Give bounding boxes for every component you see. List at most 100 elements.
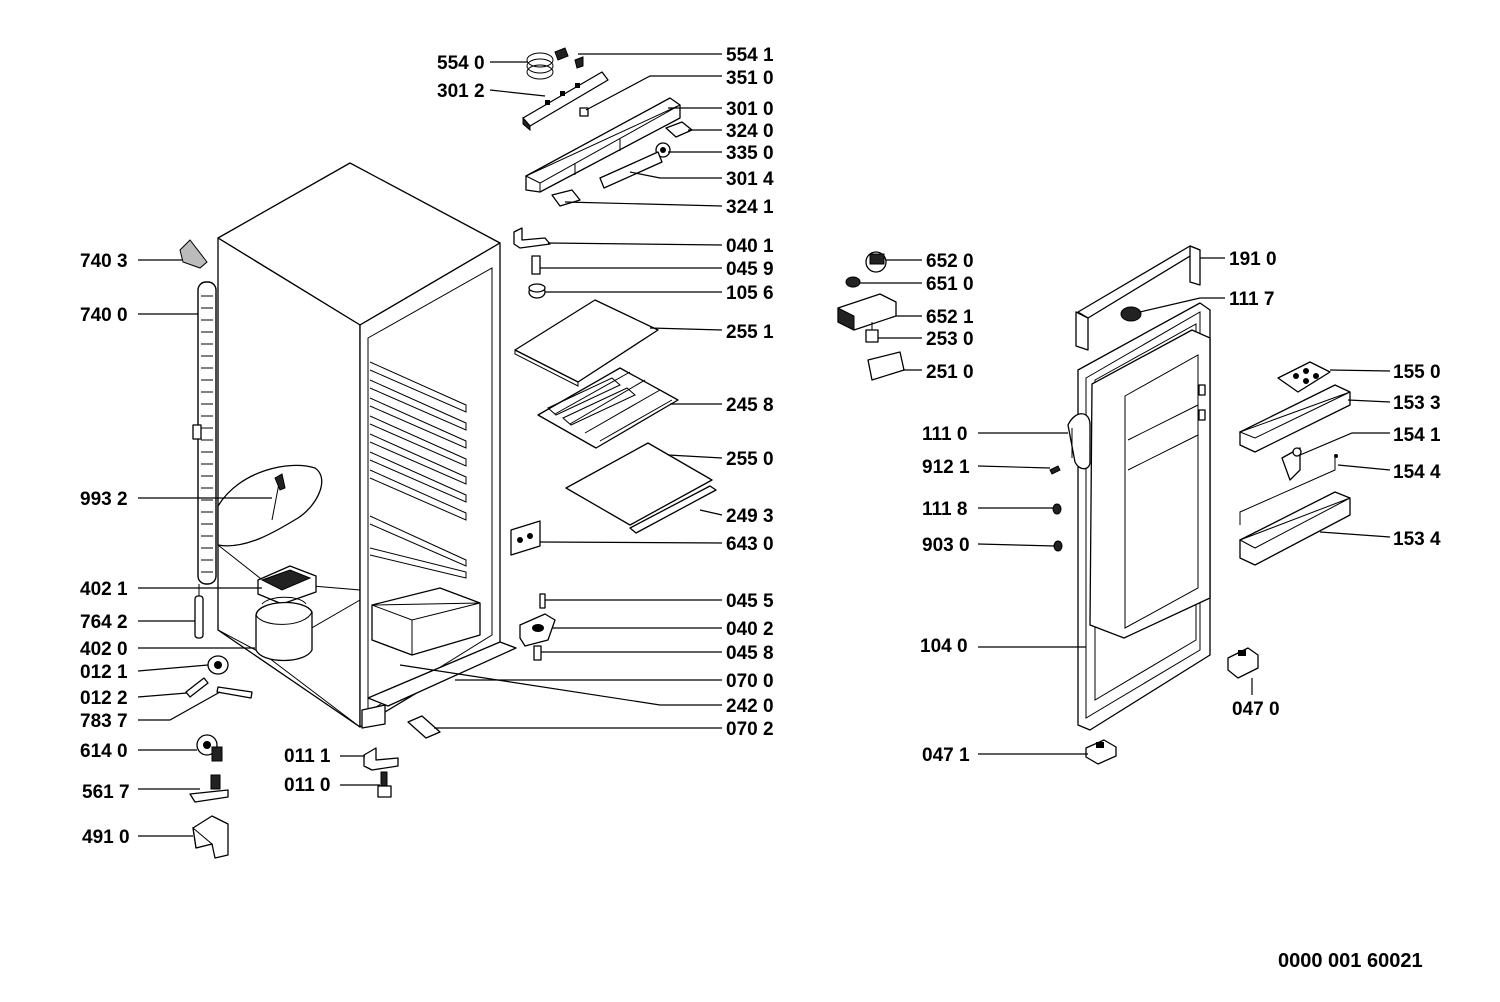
label-783-7: 783 7: [80, 711, 128, 732]
document-number: 0000 001 60021: [1278, 950, 1423, 972]
label-251-0: 251 0: [926, 362, 974, 383]
screw-912-1: [1049, 465, 1061, 475]
thermostat-cover: [192, 815, 229, 859]
label-191-0: 191 0: [1229, 249, 1277, 270]
sleeve: [185, 677, 209, 698]
condenser-coil: [192, 281, 217, 585]
bracket-643-0: [510, 520, 541, 556]
label-155-0: 155 0: [1393, 362, 1441, 383]
label-070-0: 070 0: [726, 671, 774, 692]
lamp-spring-554-0: [526, 47, 569, 80]
label-402-0: 402 0: [80, 639, 128, 660]
lamp-651-0: [845, 276, 861, 288]
label-045-9: 045 9: [726, 259, 774, 280]
shelf-trim-249-3: [629, 485, 717, 534]
label-153-4: 153 4: [1393, 529, 1441, 550]
label-249-3: 249 3: [726, 506, 774, 527]
lamp-cover-301-4: [599, 151, 663, 189]
label-070-2: 070 2: [726, 719, 774, 740]
label-154-4: 154 4: [1393, 462, 1441, 483]
cover-251-0: [867, 351, 905, 381]
label-652-0: 652 0: [926, 251, 974, 272]
bottle-stop-154-1: [1281, 447, 1302, 481]
label-912-1: 912 1: [922, 457, 970, 478]
control-panel-301-2: [522, 71, 609, 132]
lamp-housing-652-1: [837, 293, 897, 331]
label-324-0: 324 0: [726, 121, 774, 142]
label-040-2: 040 2: [726, 619, 774, 640]
label-740-3: 740 3: [80, 251, 128, 272]
hinge-cover-047-0: [1227, 647, 1259, 679]
pin-045-9: [531, 255, 541, 275]
label-245-8: 245 8: [726, 395, 774, 416]
label-045-5: 045 5: [726, 591, 774, 612]
label-554-0: 554 0: [437, 53, 485, 74]
bottom-hinge: [363, 747, 399, 771]
knob-335-0: [655, 142, 671, 158]
clip-554-1: [574, 56, 584, 69]
pin-045-5: [539, 593, 546, 609]
label-011-1: 011 1: [284, 746, 331, 767]
inner-shelf-rails: [369, 361, 467, 579]
part-labels: 554 0 554 1 351 0 301 2 301 0 324 0 335 …: [80, 45, 1441, 848]
switch-253-0: [865, 322, 879, 343]
top-hinge-040-1: [513, 227, 551, 249]
label-491-0: 491 0: [82, 827, 130, 848]
label-324-1: 324 1: [726, 197, 774, 218]
label-301-0: 301 0: [726, 99, 774, 120]
door-shelf-153-4: [1238, 491, 1351, 566]
label-253-0: 253 0: [926, 329, 974, 350]
label-040-1: 040 1: [726, 236, 774, 257]
glass-shelf-255-1: [514, 299, 659, 387]
label-993-2: 993 2: [80, 489, 128, 510]
refrigerator-cabinet: [217, 162, 517, 729]
egg-tray-155-0: [1277, 361, 1331, 393]
label-154-1: 154 1: [1393, 425, 1441, 446]
label-301-2: 301 2: [437, 81, 485, 102]
rubber-grommet: [207, 655, 229, 675]
label-153-3: 153 3: [1393, 393, 1441, 414]
label-104-0: 104 0: [920, 636, 968, 657]
switch-351-0: [579, 107, 589, 117]
label-335-0: 335 0: [726, 143, 774, 164]
label-740-0: 740 0: [80, 305, 128, 326]
label-255-1: 255 1: [726, 322, 774, 343]
cover-070-2: [407, 715, 441, 739]
label-111-0: 111 0: [922, 424, 967, 445]
label-402-1: 402 1: [80, 579, 128, 600]
screw-111-8: [1052, 503, 1062, 515]
refrigerator-door: [1049, 245, 1211, 731]
label-242-0: 242 0: [726, 696, 774, 717]
label-255-0: 255 0: [726, 449, 774, 470]
pin-045-8: [533, 645, 542, 661]
tube-part: [216, 686, 253, 699]
label-614-0: 614 0: [80, 741, 128, 762]
label-111-8: 111 8: [922, 499, 967, 520]
label-011-0: 011 0: [284, 775, 331, 796]
label-012-1: 012 1: [80, 662, 128, 683]
wire-rack-245-8: [537, 367, 679, 449]
label-012-2: 012 2: [80, 688, 128, 709]
glass-shelf-255-0: [565, 442, 713, 526]
leader-lines: [137, 53, 1391, 837]
door-shelf-153-3: [1238, 384, 1351, 453]
label-554-1: 554 1: [726, 45, 774, 66]
label-045-8: 045 8: [726, 643, 774, 664]
thermostat-bracket: [189, 774, 229, 803]
thermostat: [196, 734, 223, 762]
condenser-cap-part: [179, 239, 208, 269]
label-351-0: 351 0: [726, 68, 774, 89]
bushing-105-6: [528, 283, 546, 299]
label-764-2: 764 2: [80, 612, 128, 633]
bottle-retainer-154-4: [1239, 454, 1338, 525]
label-652-1: 652 1: [926, 307, 974, 328]
drier-filter: [194, 584, 204, 639]
compressor: [255, 596, 313, 662]
bottom-cover: [367, 641, 517, 707]
label-047-0: 047 0: [1232, 699, 1280, 720]
label-643-0: 643 0: [726, 534, 774, 555]
evaporator-detail: [217, 464, 323, 547]
screw-903-0: [1053, 540, 1063, 552]
label-105-6: 105 6: [726, 283, 774, 304]
